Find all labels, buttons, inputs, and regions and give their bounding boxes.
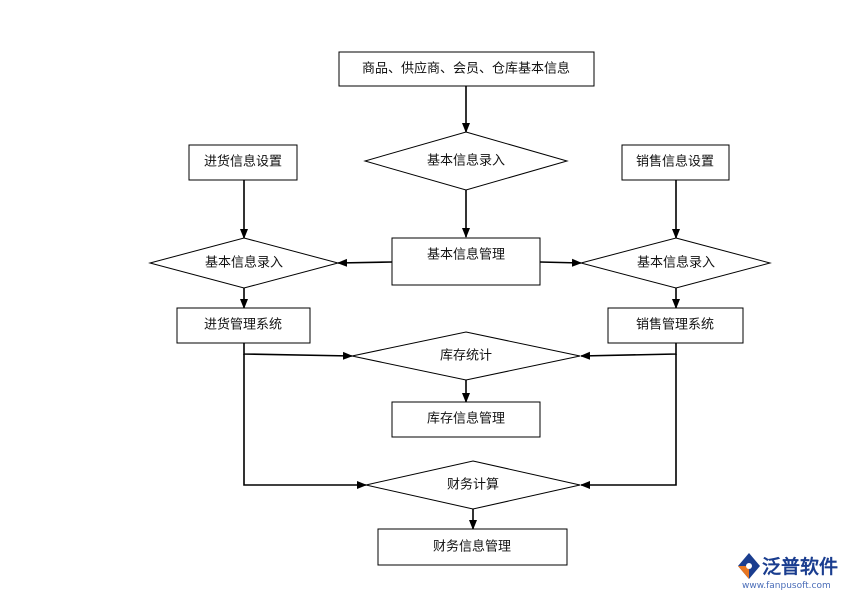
- edge-purchase-to-stock: [243, 343, 353, 360]
- node-entry-right: 基本信息录入: [579, 237, 772, 289]
- node-stock-manage: 库存信息管理: [391, 401, 541, 438]
- node-purchase-system: 进货管理系统: [176, 307, 311, 344]
- node-base-info: 商品、供应商、会员、仓库基本信息: [338, 51, 595, 87]
- node-finance-calc-label: 财务计算: [447, 477, 499, 493]
- node-purchase-setup-label: 进货信息设置: [204, 154, 282, 170]
- node-base-info-label: 商品、供应商、会员、仓库基本信息: [362, 61, 570, 77]
- node-stock-manage-label: 库存信息管理: [427, 411, 505, 427]
- edge-purchase-to-finance: [243, 354, 367, 489]
- edge-sales-to-finance: [580, 354, 677, 489]
- node-sales-setup-label: 销售信息设置: [636, 154, 714, 170]
- edge-manage-to-left-entry: [337, 258, 393, 267]
- node-entry-top-label: 基本信息录入: [427, 153, 505, 169]
- node-sales-system: 销售管理系统: [607, 307, 744, 344]
- edge-sales-to-stock: [580, 343, 677, 360]
- node-entry-right-label: 基本信息录入: [637, 255, 715, 271]
- node-finance-manage: 财务信息管理: [377, 528, 568, 566]
- node-finance-calc: 财务计算: [365, 460, 581, 510]
- logo-name: 泛普软件: [762, 555, 838, 578]
- node-entry-left-label: 基本信息录入: [205, 255, 283, 271]
- node-entry-left: 基本信息录入: [148, 237, 340, 289]
- node-sales-system-label: 销售管理系统: [636, 317, 714, 333]
- node-base-manage-label: 基本信息管理: [427, 247, 505, 263]
- fanpu-logo-icon: [738, 553, 760, 579]
- edges: [240, 86, 680, 530]
- fanpu-logo: 泛普软件 www.fanpusoft.com: [738, 553, 838, 591]
- edge-manage-to-right-entry: [539, 258, 582, 267]
- node-finance-manage-label: 财务信息管理: [433, 539, 511, 555]
- node-purchase-system-label: 进货管理系统: [204, 317, 282, 333]
- node-sales-setup: 销售信息设置: [621, 144, 730, 181]
- node-stock-stats: 库存统计: [351, 331, 581, 381]
- node-entry-top: 基本信息录入: [363, 131, 569, 191]
- node-purchase-setup: 进货信息设置: [188, 144, 298, 181]
- logo-url: www.fanpusoft.com: [742, 581, 831, 591]
- node-stock-stats-label: 库存统计: [440, 348, 492, 364]
- node-base-manage: 基本信息管理: [391, 237, 541, 286]
